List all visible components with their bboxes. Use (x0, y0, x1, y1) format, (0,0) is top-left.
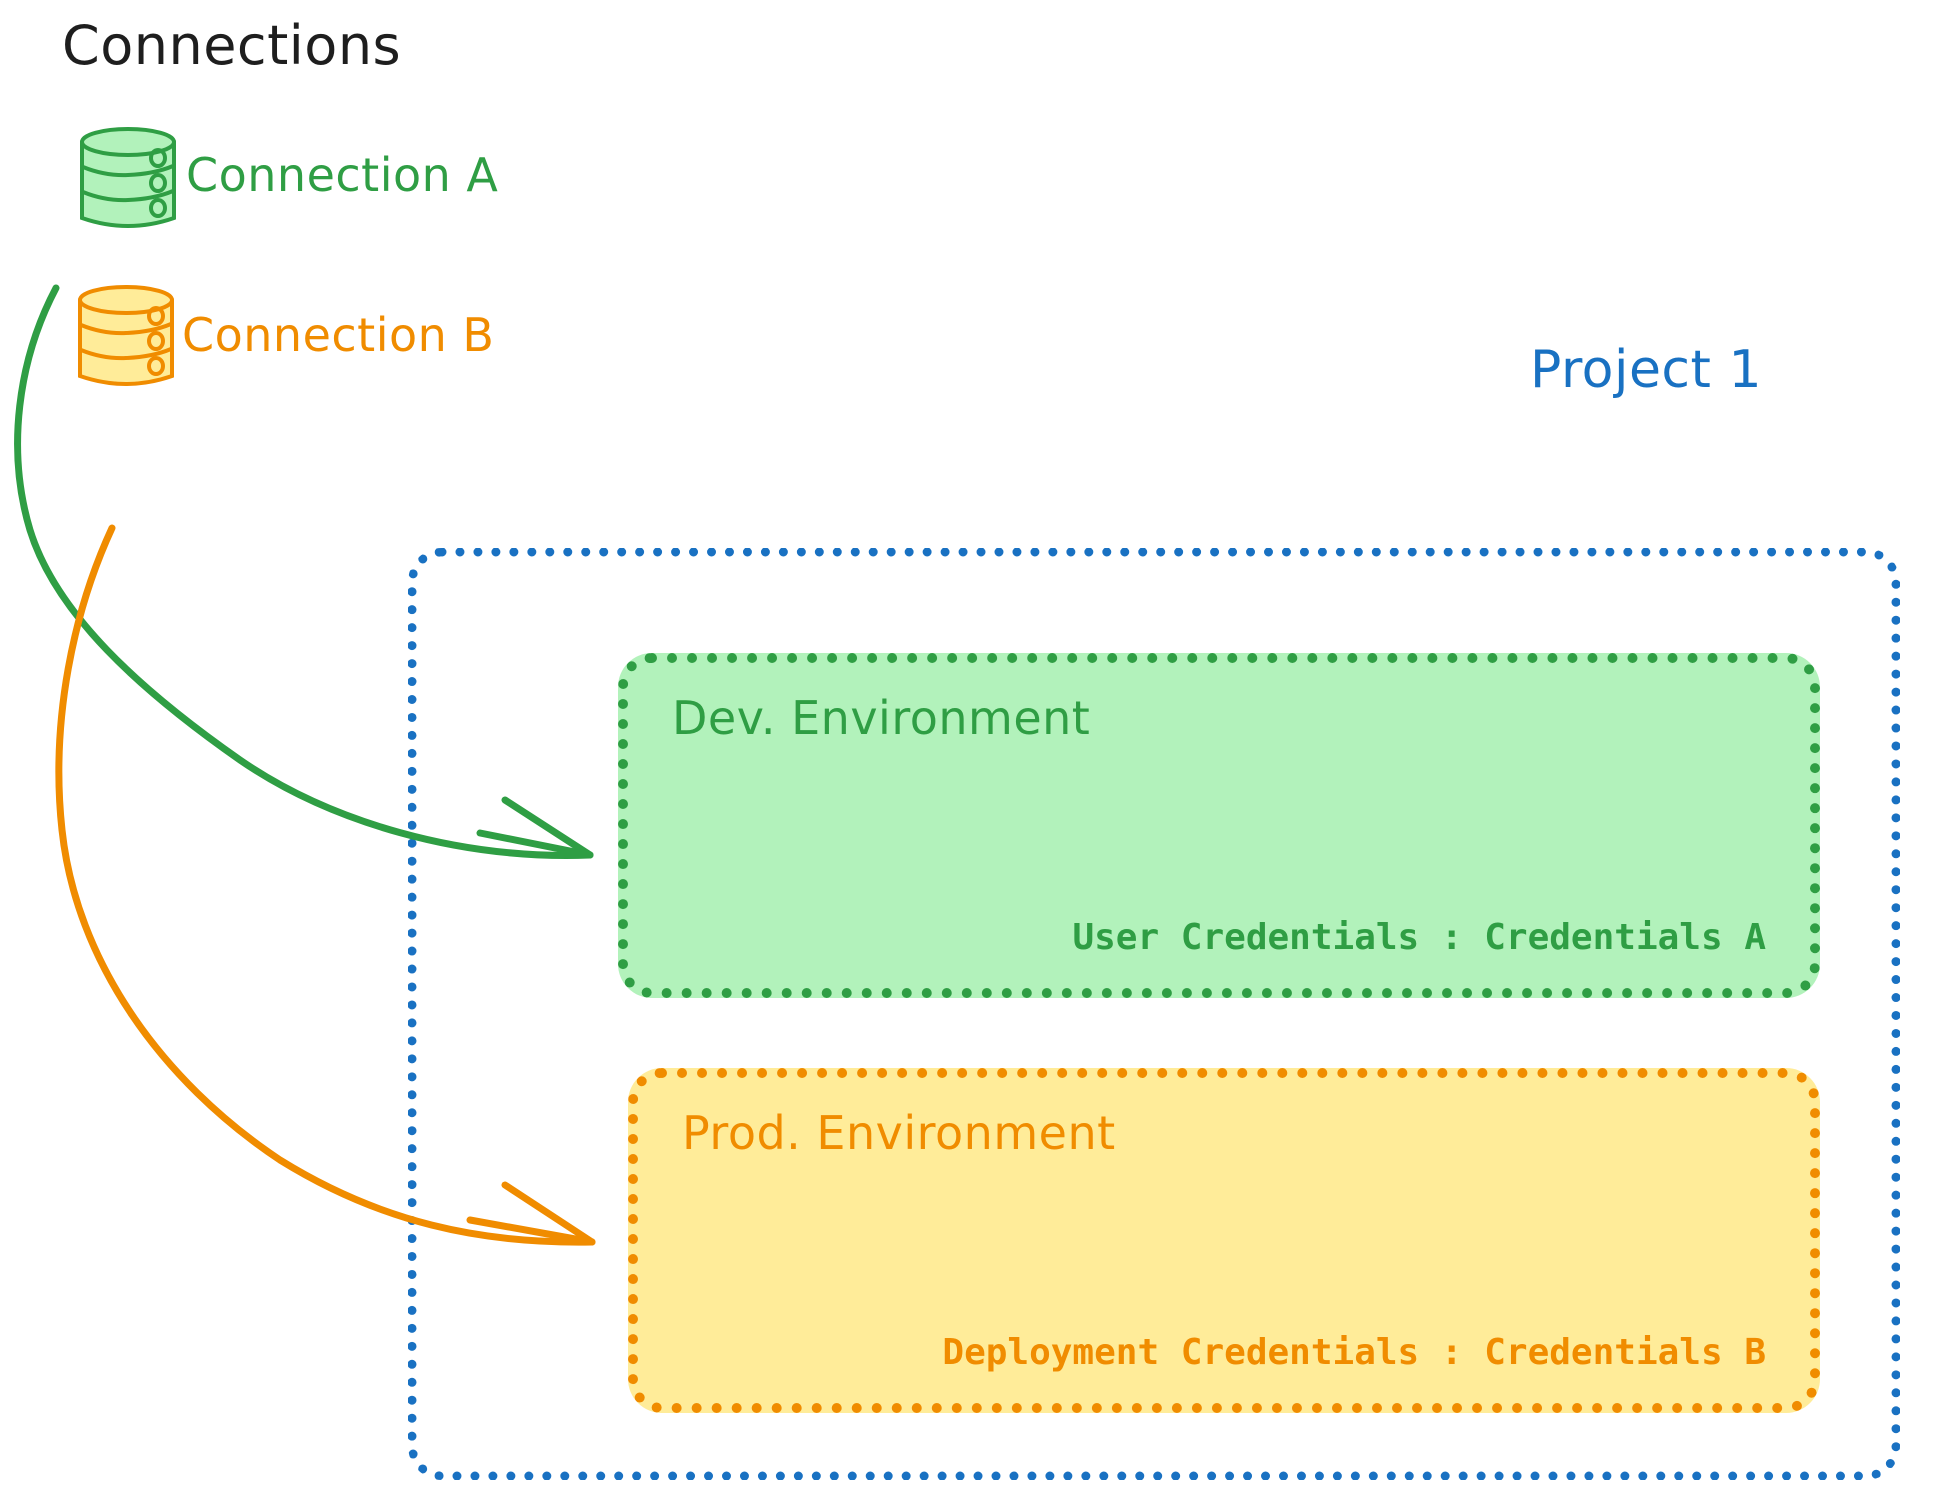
database-icon-connection-b[interactable] (66, 278, 186, 398)
prod-environment-credentials: Deployment Credentials : Credentials B (942, 1332, 1766, 1373)
dev-environment-credentials: User Credentials : Credentials A (1072, 917, 1766, 958)
dev-environment-box[interactable]: Dev. Environment User Credentials : Cred… (618, 653, 1820, 998)
project-label: Project 1 (1530, 340, 1763, 400)
prod-environment-box[interactable]: Prod. Environment Deployment Credentials… (628, 1068, 1820, 1413)
page-title: Connections (62, 14, 402, 77)
dev-environment-title: Dev. Environment (672, 691, 1091, 745)
database-icon-connection-a[interactable] (68, 120, 188, 240)
connection-a-label: Connection A (186, 148, 499, 202)
connection-b-label: Connection B (182, 308, 495, 362)
prod-environment-title: Prod. Environment (682, 1106, 1116, 1160)
